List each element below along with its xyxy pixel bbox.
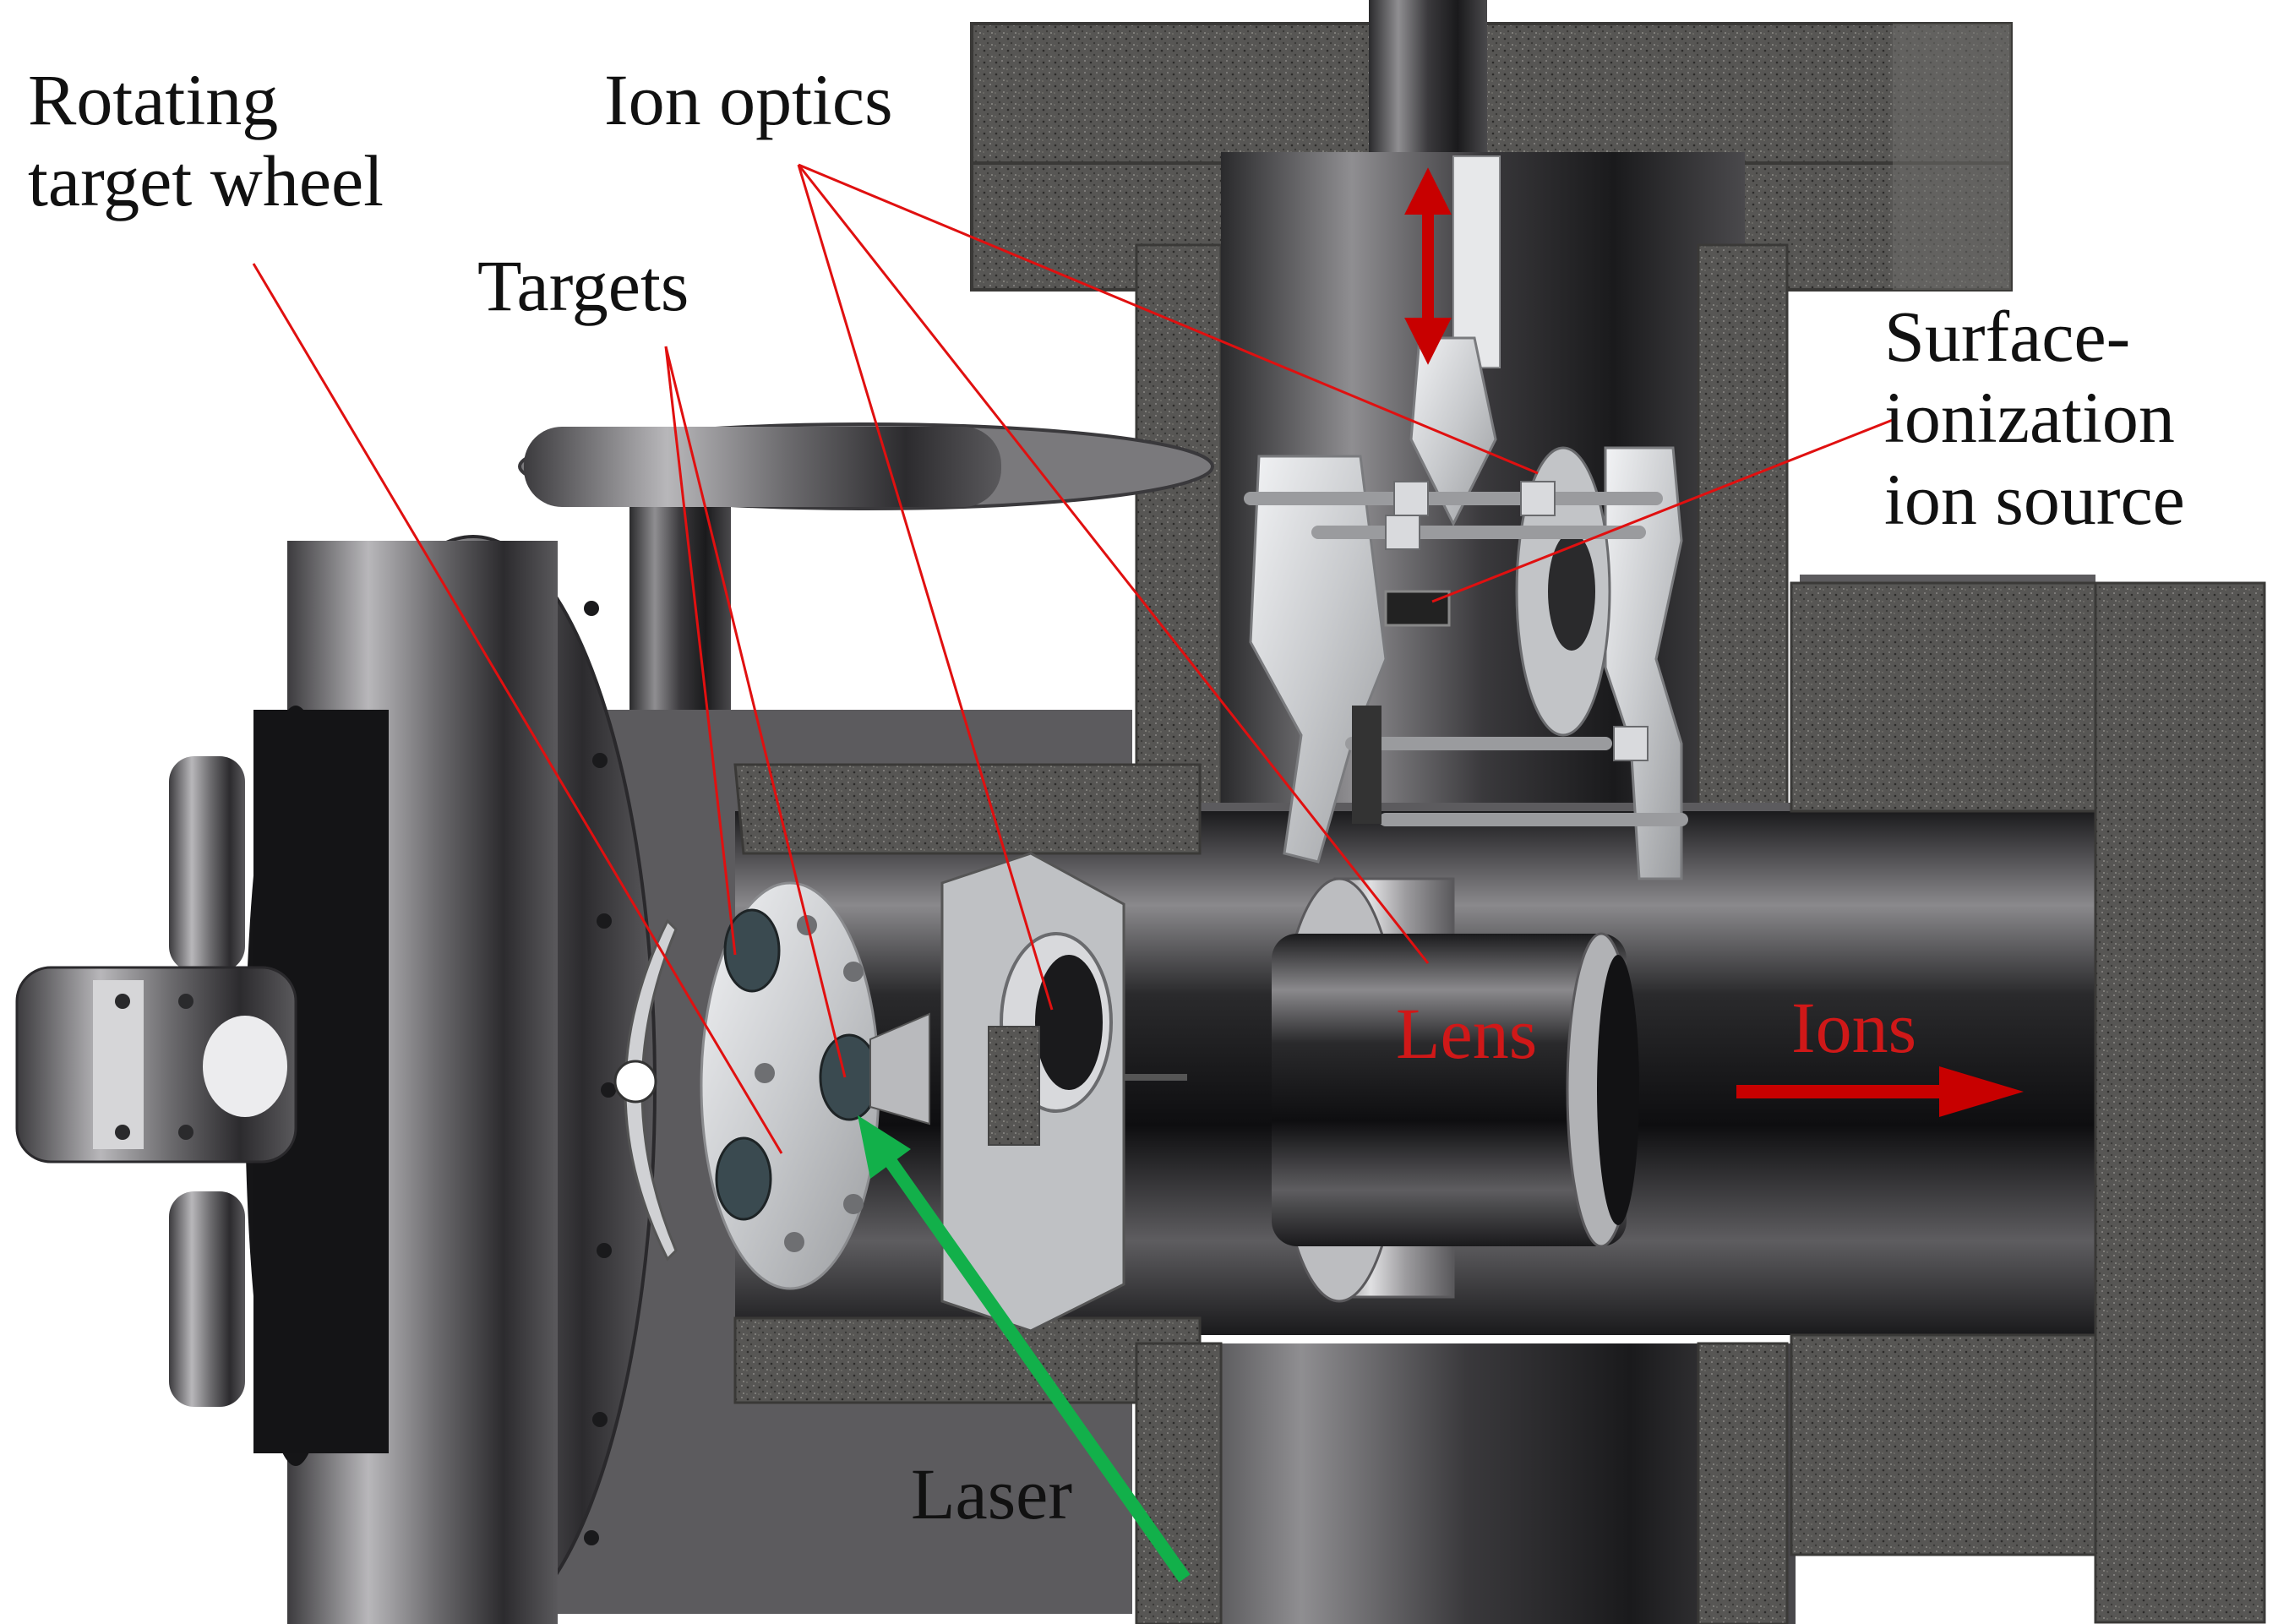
- label-targets: Targets: [477, 245, 689, 326]
- targets: [715, 908, 880, 1221]
- upper-knob: [169, 756, 245, 972]
- lower-tube-right-wall: [1697, 1342, 1789, 1624]
- extraction-cone: [869, 1012, 930, 1125]
- leader-ion-optics-3: [797, 164, 1430, 964]
- label-rotating-target-wheel-line-1: Rotating: [28, 59, 279, 140]
- top-flange-face-right: [1893, 24, 2011, 290]
- left-flange-bolts: [584, 601, 616, 1545]
- target-3: [715, 1136, 772, 1221]
- vertical-tube-left-wall: [1135, 243, 1223, 838]
- upper-rod: [1452, 155, 1501, 368]
- lower-vertical-tube: [1136, 1343, 1796, 1624]
- ionizer-block: [1352, 706, 1382, 824]
- target-2: [819, 1033, 880, 1121]
- label-lens: Lens: [1396, 993, 1538, 1074]
- feedthrough-knobs: [169, 756, 245, 1407]
- target-wheel-assembly: [613, 881, 930, 1290]
- lower-knob: [169, 1191, 245, 1407]
- surface-ionization-assembly: [1244, 155, 1688, 1303]
- ion-optics-plate: [940, 852, 1187, 1332]
- ion-direction-icon: [1736, 1066, 2024, 1117]
- right-flange-lower-lip: [1790, 1333, 2097, 1556]
- right-flange: [2094, 581, 2266, 1624]
- leader-surface-ionization: [1431, 417, 1898, 603]
- label-surface-ionization-line-1: Surface-: [1884, 296, 2131, 377]
- label-surface-ionization-line-2: ionization: [1884, 377, 2175, 459]
- vertical-tube-right-wall: [1697, 243, 1789, 838]
- threaded-rods: [1244, 492, 1688, 826]
- label-surface-ionization: Surface- ionization ion source: [1884, 296, 2185, 540]
- target-holder-hole: [613, 1060, 657, 1104]
- bracket-right: [1604, 446, 1683, 880]
- annotation-lines: [252, 163, 1898, 1154]
- label-ions: Ions: [1791, 987, 1917, 1068]
- optics-aperture-bore: [1035, 955, 1103, 1090]
- main-chamber-cut-lower: [733, 1316, 1202, 1404]
- label-surface-ionization-line-3: ion source: [1884, 458, 2185, 540]
- leader-ion-optics-2: [797, 164, 1054, 1011]
- rotary-shaft-end: [203, 1016, 287, 1117]
- repeller-arm: [1409, 336, 1497, 527]
- lens-exit-bore: [1597, 955, 1639, 1225]
- top-flange-upper: [970, 22, 2013, 165]
- lens-tube: [1272, 934, 1627, 1246]
- leader-target-wheel: [252, 263, 783, 1154]
- label-rotating-target-wheel-line-2: target wheel: [28, 140, 384, 222]
- right-flange-upper-lip: [1790, 581, 2097, 813]
- rotary-collar: [93, 980, 144, 1149]
- rotary-shaft: [15, 966, 297, 1164]
- label-rotating-target-wheel: Rotating target wheel: [28, 59, 384, 222]
- top-flange-center-bore: [1369, 0, 1487, 169]
- nuts: [1385, 481, 1649, 761]
- label-ion-optics: Ion optics: [604, 59, 893, 140]
- leader-targets-2: [664, 346, 847, 1078]
- ionizer-filament: [1384, 590, 1451, 627]
- optics-clamp: [988, 1026, 1040, 1146]
- target-holder-arc: [624, 918, 678, 1262]
- lower-tube-left-wall: [1135, 1342, 1223, 1624]
- left-flange-assembly: [15, 535, 657, 1624]
- label-laser: Laser: [911, 1453, 1072, 1534]
- side-port-flange-body: [524, 427, 1001, 507]
- bracket-left: [1249, 455, 1387, 864]
- main-chamber-cut-upper: [733, 763, 1202, 855]
- leader-ion-optics-1: [798, 163, 1539, 475]
- laser-beam-icon: [858, 1115, 1191, 1583]
- target-1: [723, 908, 781, 993]
- rotary-feedthrough: [15, 966, 297, 1164]
- leader-targets-1: [664, 346, 737, 956]
- repeller-hole: [1548, 532, 1595, 651]
